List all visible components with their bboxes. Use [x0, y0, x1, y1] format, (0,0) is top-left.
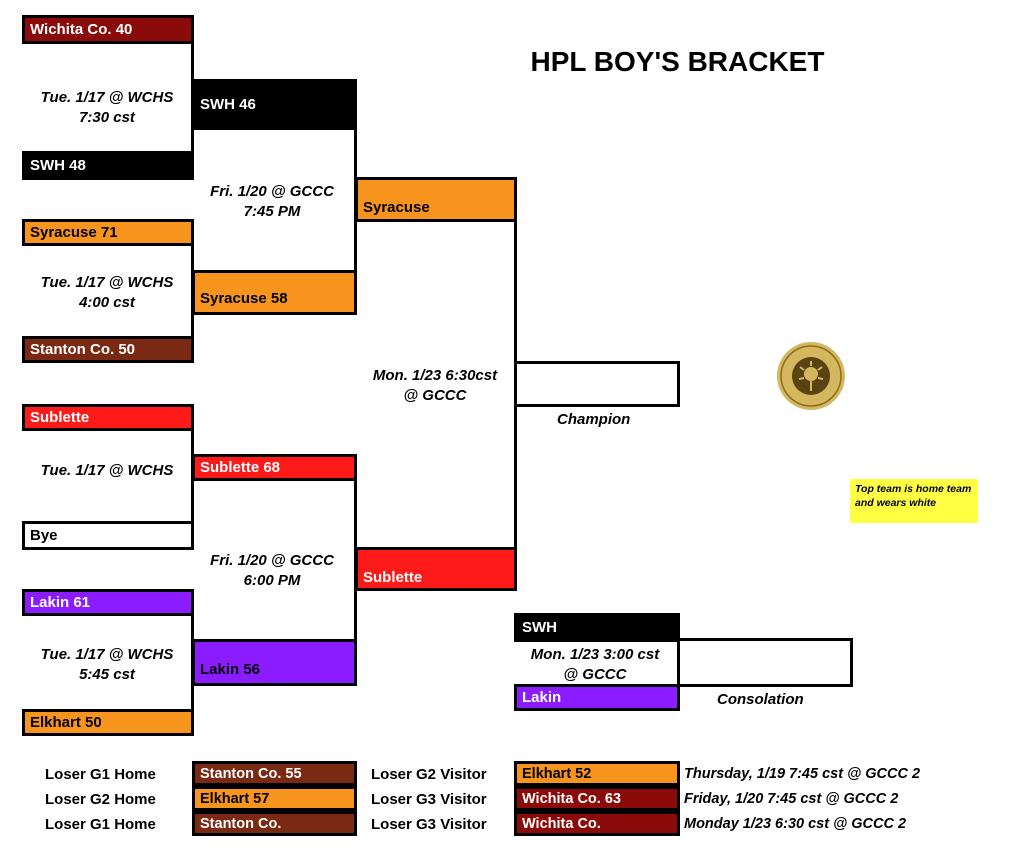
team-sublette: Sublette	[22, 404, 194, 431]
champion-box	[514, 361, 680, 407]
legend-schedule: Friday, 1/20 7:45 cst @ GCCC 2	[684, 791, 899, 807]
legend-home-label: Loser G1 Home	[45, 816, 156, 833]
legend-home-label: Loser G2 Home	[45, 791, 156, 808]
consolation-info: Mon. 1/23 3:00 cst@ GCCC	[530, 646, 660, 683]
legend-visitor-team: Wichita Co. 63	[514, 786, 680, 811]
team-syracuse: Syracuse 71	[22, 219, 194, 246]
legend-visitor-label: Loser G2 Visitor	[371, 766, 487, 783]
legend-home-team: Stanton Co. 55	[192, 761, 357, 786]
final-top-team: Syracuse	[355, 177, 517, 222]
league-seal-icon	[777, 342, 845, 410]
final-info: Mon. 1/23 6:30cst@ GCCC	[372, 367, 498, 404]
champion-label: Champion	[557, 411, 631, 428]
legend-home-label: Loser G1 Home	[45, 766, 156, 783]
consolation-bottom-team: Lakin	[514, 684, 680, 711]
consolation-box	[677, 638, 853, 687]
semi-1-top-team: SWH 46	[192, 79, 357, 130]
team-wichita-co: Wichita Co. 40	[22, 15, 194, 44]
team-swh: SWH 48	[22, 151, 194, 180]
legend-visitor-label: Loser G3 Visitor	[371, 816, 487, 833]
legend-home-team: Elkhart 57	[192, 786, 357, 811]
legend-visitor-team: Wichita Co.	[514, 811, 680, 836]
legend-visitor-label: Loser G3 Visitor	[371, 791, 487, 808]
legend-visitor-team: Elkhart 52	[514, 761, 680, 786]
semi-1-bottom-team: Syracuse 58	[192, 270, 357, 315]
consolation-label: Consolation	[717, 691, 804, 708]
home-team-note: Top team is home team and wears white	[850, 479, 978, 523]
semi-2-bottom-team: Lakin 56	[192, 639, 357, 686]
semi-2-top-team: Sublette 68	[192, 454, 357, 481]
team-stanton-co: Stanton Co. 50	[22, 336, 194, 363]
legend-schedule: Monday 1/23 6:30 cst @ GCCC 2	[684, 816, 907, 832]
page-title: HPL BOY'S BRACKET	[530, 46, 825, 77]
team-elkhart: Elkhart 50	[22, 709, 194, 736]
consolation-top-team: SWH	[514, 613, 680, 642]
team-lakin: Lakin 61	[22, 589, 194, 616]
legend-home-team: Stanton Co.	[192, 811, 357, 836]
game-3-info: Tue. 1/17 @ WCHS	[40, 462, 174, 479]
team-bye: Bye	[22, 521, 194, 550]
final-bottom-team: Sublette	[355, 547, 517, 591]
legend-schedule: Thursday, 1/19 7:45 cst @ GCCC 2	[684, 766, 921, 782]
